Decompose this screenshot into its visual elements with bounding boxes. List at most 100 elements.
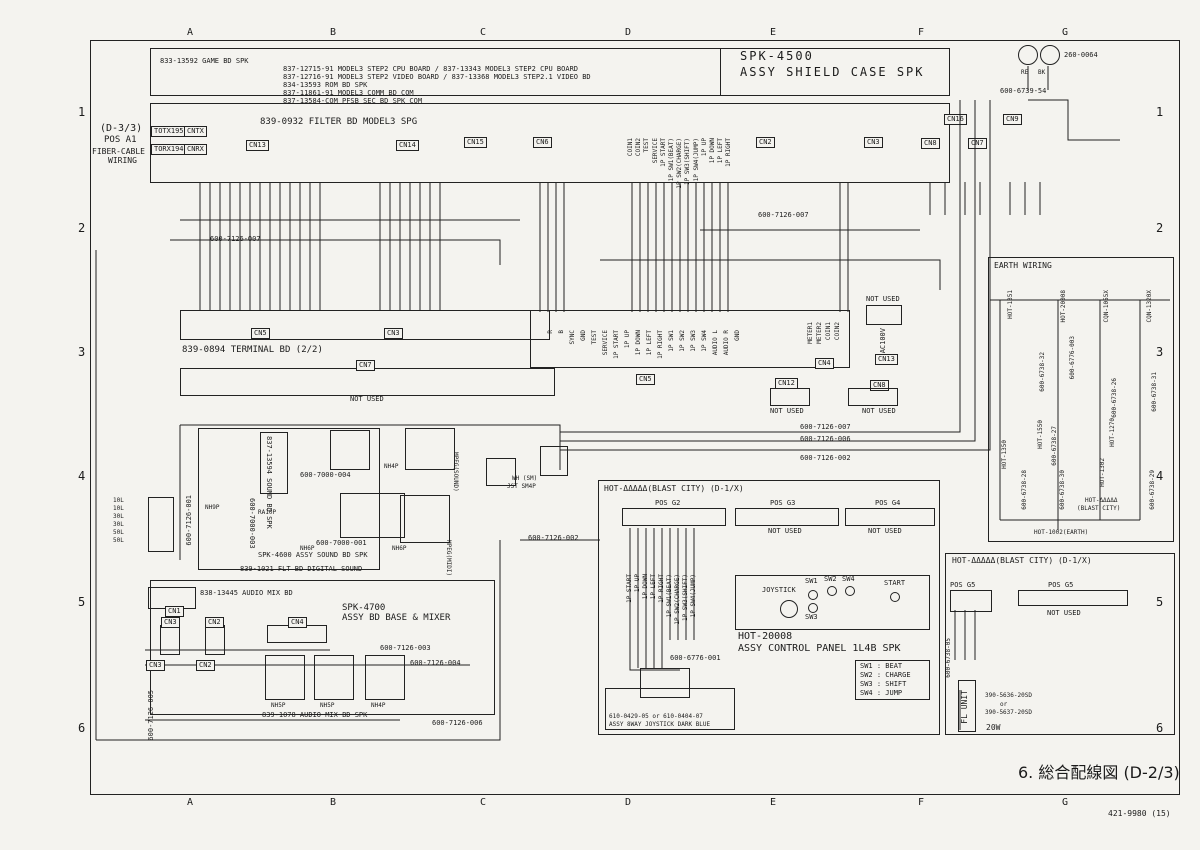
speaker-icon: [1018, 45, 1038, 65]
audio-mix-spk: 839-1078 AUDIO MIX BD SPK: [262, 711, 368, 719]
grid-row-label: 5: [78, 595, 86, 609]
grid-col-label: D: [625, 27, 632, 38]
filter-connector-label: CN2: [756, 137, 775, 148]
earth-cable-label: 600-6776-003: [1069, 336, 1076, 380]
audio-mix-box: [150, 580, 495, 715]
grid-col-label: B: [330, 27, 337, 38]
g2-pin-label: 1P SW2(CHARGE): [674, 574, 681, 625]
sound-cable-003: 600-7000-003: [248, 498, 256, 549]
g2-pin-label: 1P SW4(JUMP): [690, 574, 697, 618]
grid-col-label: E: [770, 27, 777, 38]
grid-col-label: E: [770, 797, 777, 808]
fl-unit-box: [958, 680, 976, 732]
filter-ref: (D-3/3): [100, 123, 143, 134]
control-panel-title-1: HOT-20008: [738, 631, 793, 642]
grid-row-label: 2: [78, 221, 86, 235]
grid-col-label: G: [1062, 797, 1069, 808]
terminal-board-right: [530, 310, 850, 368]
fiber-cable-label: FIBER-CABLE: [92, 147, 145, 156]
control-panel-title-2: ASSY CONTROL PANEL 1L4B SPK: [738, 643, 901, 654]
earth-wiring-box: [988, 257, 1174, 542]
filter-connector-label: CN3: [864, 137, 883, 148]
speaker-part: 260-0064: [1064, 51, 1098, 59]
cn5-right-label: CN5: [636, 374, 655, 385]
cn8-not-used: NOT USED: [862, 407, 896, 415]
terminal-board-upper: [180, 310, 550, 340]
grid-col-label: D: [625, 797, 632, 808]
grid-col-label: B: [330, 797, 337, 808]
sound-bd-label: 837-13594 SOUND BD SPK: [265, 436, 273, 529]
grid-col-label: C: [480, 797, 487, 808]
switch-legend: [855, 660, 930, 700]
earth-cable-label: 600-6738-32: [1039, 352, 1046, 392]
terminal-not-used: NOT USED: [350, 395, 384, 403]
filter-connector-label: CN15: [464, 137, 487, 148]
grid-row-label: 4: [1156, 469, 1164, 483]
grid-col-label: F: [918, 797, 925, 808]
cable-006-b: 600-7126-006: [432, 719, 483, 727]
mpeg-midi-label: MPEG(MIDI): [445, 540, 452, 577]
switch-legend-item: SW1 : BEAT: [860, 662, 903, 670]
cn3-label: CN3: [384, 328, 403, 339]
switch-legend-item: SW3 : SHIFT: [860, 680, 907, 688]
sw2-button-icon: [827, 586, 837, 596]
grid-row-label: 4: [78, 469, 86, 483]
control-panel-box: [598, 480, 940, 735]
control-panel-layout: [735, 575, 930, 630]
joystick-assy-box: [605, 688, 735, 730]
cntx-label: CNTX: [184, 126, 207, 137]
grid-row-label: 2: [1156, 221, 1164, 235]
earth-cable-label: 600-6738-27: [1051, 426, 1058, 466]
parts-list-item: 834-13593 ROM BD SPK: [283, 81, 368, 89]
g2-pin-label: 1P LEFT: [650, 574, 657, 600]
cable-004: 600-7126-004: [410, 659, 461, 667]
fl-panel-header: HOT-ΔΔΔΔΔ(BLAST CITY) (D-1/X): [952, 556, 1092, 565]
g2-pin-label: 1P DOWN: [642, 574, 649, 600]
cn13-label: CN13: [875, 354, 898, 365]
fl-panel-box: [945, 553, 1175, 735]
cable-label: 600-6739-54: [1000, 87, 1047, 95]
cn13-not-used: NOT USED: [866, 295, 900, 303]
cn8-label: CN8: [870, 380, 889, 391]
assy-title-1: SPK-4500: [740, 49, 814, 63]
filter-connector-label: CN9: [1003, 114, 1022, 125]
sheet-title: 6. 総合配線図 (D-2/3): [1018, 763, 1180, 782]
sound-board-box: [198, 428, 380, 570]
switch-legend-item: SW2 : CHARGE: [860, 671, 911, 679]
parts-list-item: 837-12715-91 MODEL3 STEP2 CPU BOARD / 83…: [283, 65, 579, 73]
cable-007-a: 600-7126-007: [210, 235, 261, 243]
sw1-button-icon: [808, 590, 818, 600]
flt-bd: 839-1021 FLT BD DIGITAL SOUND: [240, 565, 363, 573]
grid-col-label: C: [480, 27, 487, 38]
grid-row-label: 5: [1156, 595, 1164, 609]
control-panel-cable: 600-6776-001: [670, 654, 721, 662]
g2-pin-label: 1P SW3(SHIFT): [682, 574, 689, 621]
switch-legend-item: SW4 : JUMP: [860, 689, 903, 697]
sound-cable-001: 600-7000-001: [316, 539, 367, 547]
cn5-label: CN5: [251, 328, 270, 339]
filter-connector-label: CN16: [944, 114, 967, 125]
sw4-button-icon: [845, 586, 855, 596]
filter-pos: POS A1: [104, 135, 137, 145]
grid-col-label: A: [187, 27, 194, 38]
filter-connector-label: CN14: [396, 140, 419, 151]
cnrx-label: CNRX: [184, 144, 207, 155]
grid-row-label: 1: [1156, 105, 1164, 119]
g2-pin-label: 1P START: [626, 574, 633, 603]
grid-row-label: 6: [78, 721, 86, 735]
speaker-icon: [1040, 45, 1060, 65]
parts-list-item: 837-12716-91 MODEL3 STEP2 VIDEO BOARD / …: [283, 73, 591, 81]
cn12-not-used: NOT USED: [770, 407, 804, 415]
grid-row-label: 6: [1156, 721, 1164, 735]
g2-pin-label: 1P RIGHT: [658, 574, 665, 603]
audio-mix-assy-1: SPK-4700: [342, 603, 386, 613]
earth-cable-label: 600-6738-28: [1021, 470, 1028, 510]
cable-003: 600-7126-003: [380, 644, 431, 652]
sound-assy: SPK-4600 ASSY SOUND BD SPK: [258, 551, 368, 559]
hot-1002-earth: HOT-1002(EARTH): [1034, 529, 1089, 536]
sound-bd-spk: [260, 432, 288, 494]
cable-001: 600-7126-001: [185, 495, 193, 546]
parts-list-item: 837-13584-COM PFSB SEC BD SPK COM: [283, 97, 423, 105]
